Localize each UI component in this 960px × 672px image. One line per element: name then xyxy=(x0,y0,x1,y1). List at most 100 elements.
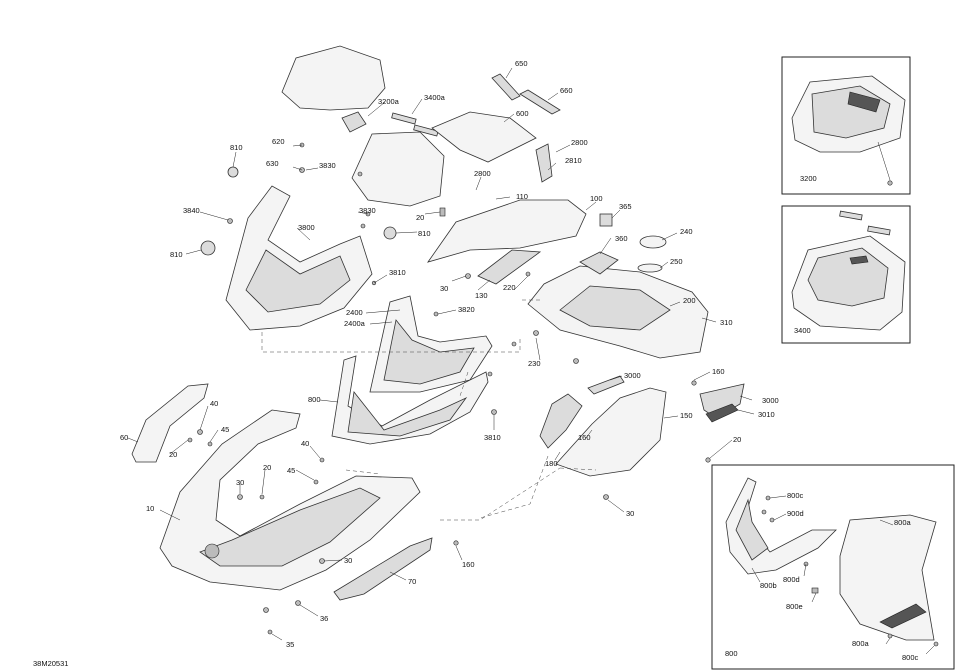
label-20-c: 20 xyxy=(733,435,741,444)
label-310: 310 xyxy=(720,318,733,327)
label-810-left: 810 xyxy=(170,250,183,259)
part-3400a-strip2 xyxy=(413,124,439,137)
label-2400a: 2400a xyxy=(344,319,366,328)
label-810-top: 810 xyxy=(230,143,243,152)
label-70: 70 xyxy=(408,577,416,586)
label-40-a: 40 xyxy=(210,399,218,408)
label-240: 240 xyxy=(680,227,693,236)
label-810-mid: 810 xyxy=(418,229,431,238)
part-3200a-bracket xyxy=(341,111,367,133)
label-45-a: 45 xyxy=(221,425,229,434)
label-110: 110 xyxy=(516,192,528,201)
label-20-b: 20 xyxy=(169,450,177,459)
part-3200a-cover xyxy=(281,45,386,111)
label-3840: 3840 xyxy=(183,206,200,215)
part-180-panel xyxy=(539,393,583,449)
label-800e: 800e xyxy=(786,602,803,611)
part-600 xyxy=(431,111,537,163)
inset-part-3400 xyxy=(791,210,906,331)
part-3400a-bin xyxy=(351,131,445,207)
label-800c-top: 800c xyxy=(787,491,804,500)
label-650: 650 xyxy=(515,59,528,68)
label-160-bottom: 160 xyxy=(462,560,475,569)
part-3800-inner xyxy=(245,249,351,313)
part-810c-grommet xyxy=(200,240,216,256)
part-3000d xyxy=(587,375,625,395)
part-2800-console xyxy=(427,199,587,263)
label-30-c: 30 xyxy=(626,509,634,518)
label-3000-small: 3000 xyxy=(624,371,641,380)
label-800a-bottom: 800a xyxy=(852,639,870,648)
label-2810: 2810 xyxy=(565,156,582,165)
label-40-b: 40 xyxy=(301,439,309,448)
part-800-lens xyxy=(347,391,468,437)
label-3200a: 3200a xyxy=(378,97,400,106)
label-20-d: 20 xyxy=(263,463,271,472)
part-250-seal xyxy=(637,263,663,273)
label-150: 150 xyxy=(680,411,693,420)
assembly-lines xyxy=(261,299,597,521)
part-2810 xyxy=(535,143,553,183)
label-3200-inset: 3200 xyxy=(800,174,817,183)
label-160-mid: 160 xyxy=(578,433,591,442)
label-600: 600 xyxy=(516,109,529,118)
label-630: 630 xyxy=(266,159,279,168)
part-200-inner xyxy=(559,285,671,331)
label-365: 365 xyxy=(619,202,632,211)
label-660: 660 xyxy=(560,86,573,95)
label-800b: 800b xyxy=(760,581,777,590)
label-800: 800 xyxy=(308,395,321,404)
part-810a-grommet xyxy=(227,166,239,178)
label-30-d: 30 xyxy=(344,556,352,565)
label-180: 180 xyxy=(545,459,558,468)
label-36: 36 xyxy=(320,614,328,623)
label-100: 100 xyxy=(590,194,603,203)
label-30-a: 30 xyxy=(440,284,448,293)
label-2800-top: 2800 xyxy=(571,138,588,147)
label-45-b: 45 xyxy=(287,466,295,475)
label-3830-top: 3830 xyxy=(319,161,336,170)
part-660 xyxy=(519,89,561,115)
label-3830-mid: 3830 xyxy=(359,206,376,215)
label-30-b: 30 xyxy=(236,478,244,487)
label-250: 250 xyxy=(670,257,683,266)
part-130-trim xyxy=(477,249,542,285)
label-800a-top: 800a xyxy=(894,518,912,527)
label-2800-mid: 2800 xyxy=(474,169,491,178)
label-160-top: 160 xyxy=(712,367,725,376)
label-900d: 900d xyxy=(787,509,804,518)
label-230: 230 xyxy=(528,359,541,368)
label-3810-bottom: 3810 xyxy=(484,433,501,442)
part-360 xyxy=(579,251,619,275)
label-3800: 3800 xyxy=(298,223,315,232)
part-10-inner xyxy=(199,487,381,567)
label-60: 60 xyxy=(120,433,128,442)
part-10-badge xyxy=(204,543,220,559)
hardware-fasteners xyxy=(187,142,711,635)
label-3010: 3010 xyxy=(758,410,775,419)
label-800d: 800d xyxy=(783,575,800,584)
label-20-a: 20 xyxy=(416,213,424,222)
label-360: 360 xyxy=(615,234,628,243)
label-3400a: 3400a xyxy=(424,93,446,102)
leader-lines xyxy=(127,67,755,641)
label-35: 35 xyxy=(286,640,294,649)
part-2400-lens xyxy=(383,319,475,385)
label-3000: 3000 xyxy=(762,396,779,405)
label-620: 620 xyxy=(272,137,285,146)
inset-part-3200 xyxy=(791,75,906,186)
label-200: 200 xyxy=(683,296,696,305)
part-70-deflector xyxy=(333,537,433,601)
label-3820: 3820 xyxy=(458,305,475,314)
part-240-ring xyxy=(639,235,667,249)
label-3400-inset: 3400 xyxy=(794,326,811,335)
label-10: 10 xyxy=(146,504,154,513)
label-130: 130 xyxy=(475,291,488,300)
part-650 xyxy=(491,73,521,101)
label-220: 220 xyxy=(503,283,516,292)
label-3810-mid: 3810 xyxy=(389,268,406,277)
part-150-panel xyxy=(555,387,667,477)
part-60-bumper xyxy=(131,383,209,463)
label-800c-bottom: 800c xyxy=(902,653,919,662)
